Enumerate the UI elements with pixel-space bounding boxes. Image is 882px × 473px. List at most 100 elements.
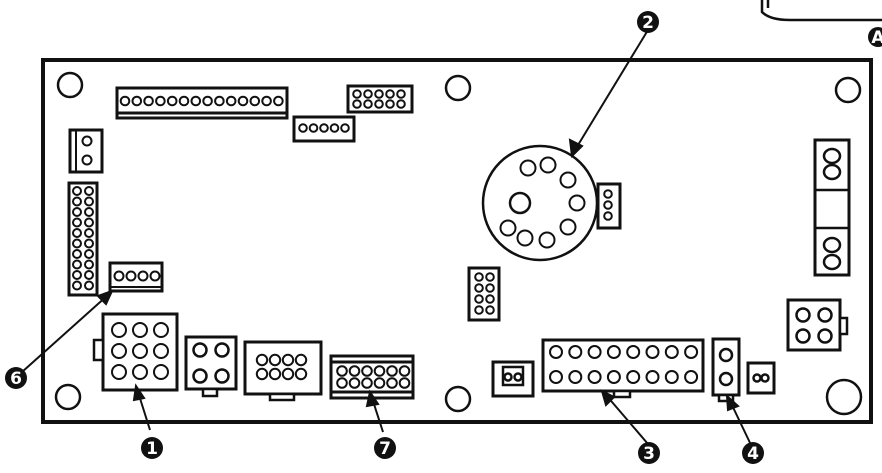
callout-3: 3	[638, 442, 660, 464]
pin	[587, 345, 602, 359]
pin	[549, 370, 563, 384]
pin	[374, 99, 384, 109]
pin	[84, 228, 94, 238]
pin	[361, 365, 373, 377]
socket-center-hole	[508, 191, 532, 215]
pin	[125, 270, 137, 282]
pin	[340, 123, 350, 133]
pin	[84, 207, 94, 217]
pin	[84, 249, 94, 259]
pin	[84, 259, 94, 270]
mounting-hole	[825, 378, 863, 416]
pin	[84, 186, 94, 196]
pin	[72, 228, 82, 238]
pin	[568, 194, 586, 212]
pin	[373, 365, 386, 377]
pin	[352, 99, 362, 109]
leader-lines	[21, 29, 753, 448]
pin	[249, 95, 261, 107]
mounting-hole	[444, 74, 472, 102]
pin	[348, 377, 361, 389]
connector-2pin-lower	[491, 360, 535, 398]
pin	[664, 370, 679, 384]
pin	[645, 370, 660, 384]
pin	[385, 89, 395, 99]
pin	[474, 294, 484, 304]
pin	[72, 196, 82, 207]
pin	[132, 322, 148, 338]
pin	[549, 345, 563, 359]
pin	[319, 123, 329, 133]
pin	[385, 99, 395, 109]
pin	[113, 270, 125, 282]
pin	[166, 95, 178, 107]
pin	[202, 95, 213, 107]
callout-7: 7	[374, 437, 396, 459]
partial-component-top-right	[760, 0, 882, 22]
pin	[398, 365, 411, 377]
pin	[329, 123, 340, 133]
pin	[143, 95, 154, 107]
pin	[386, 365, 398, 377]
connector-middle	[467, 266, 501, 322]
pin	[606, 370, 621, 384]
pin	[72, 238, 82, 249]
pin	[474, 283, 484, 293]
pin	[374, 89, 384, 99]
pin	[81, 154, 93, 166]
pin	[84, 280, 94, 291]
pin	[268, 353, 282, 367]
callout-6: 6	[5, 367, 27, 389]
pin	[485, 294, 495, 304]
pin	[474, 272, 484, 282]
pin	[626, 345, 641, 359]
pin	[237, 95, 249, 107]
pin	[111, 364, 127, 380]
pin	[539, 156, 557, 174]
pin	[559, 171, 577, 189]
pin	[149, 270, 161, 282]
pin	[398, 377, 411, 389]
pin	[603, 189, 613, 199]
connector-3	[541, 338, 705, 399]
connector-4	[711, 337, 741, 403]
pin	[72, 217, 82, 228]
pin	[214, 95, 225, 107]
pin	[84, 238, 94, 249]
callout-3-label: 3	[643, 444, 655, 464]
mounting-hole	[56, 71, 84, 99]
connector-7	[329, 354, 415, 400]
pin	[255, 367, 269, 381]
pin	[645, 345, 660, 359]
pin	[684, 370, 699, 384]
pin	[485, 305, 495, 315]
callout-1-label: 1	[146, 439, 158, 459]
pin	[281, 367, 295, 381]
mounting-hole	[54, 383, 82, 411]
connector-4pin-lower	[184, 335, 238, 398]
callout-a: A	[868, 27, 882, 48]
pin	[153, 322, 169, 338]
pin	[568, 345, 583, 359]
pin	[664, 345, 679, 359]
pin	[603, 211, 613, 221]
pin	[131, 95, 143, 107]
pin	[396, 99, 406, 109]
pin	[153, 364, 169, 380]
pin	[72, 207, 82, 217]
pin	[587, 370, 602, 384]
mounting-hole	[834, 76, 862, 104]
pin	[72, 249, 82, 259]
pin	[396, 89, 406, 99]
pin	[568, 370, 583, 384]
pin	[373, 377, 386, 389]
pin	[137, 270, 149, 282]
pin	[474, 305, 484, 315]
pin	[155, 95, 166, 107]
pin	[352, 89, 362, 99]
pin	[268, 367, 282, 381]
pin	[606, 345, 621, 359]
mounting-holes	[54, 71, 863, 416]
